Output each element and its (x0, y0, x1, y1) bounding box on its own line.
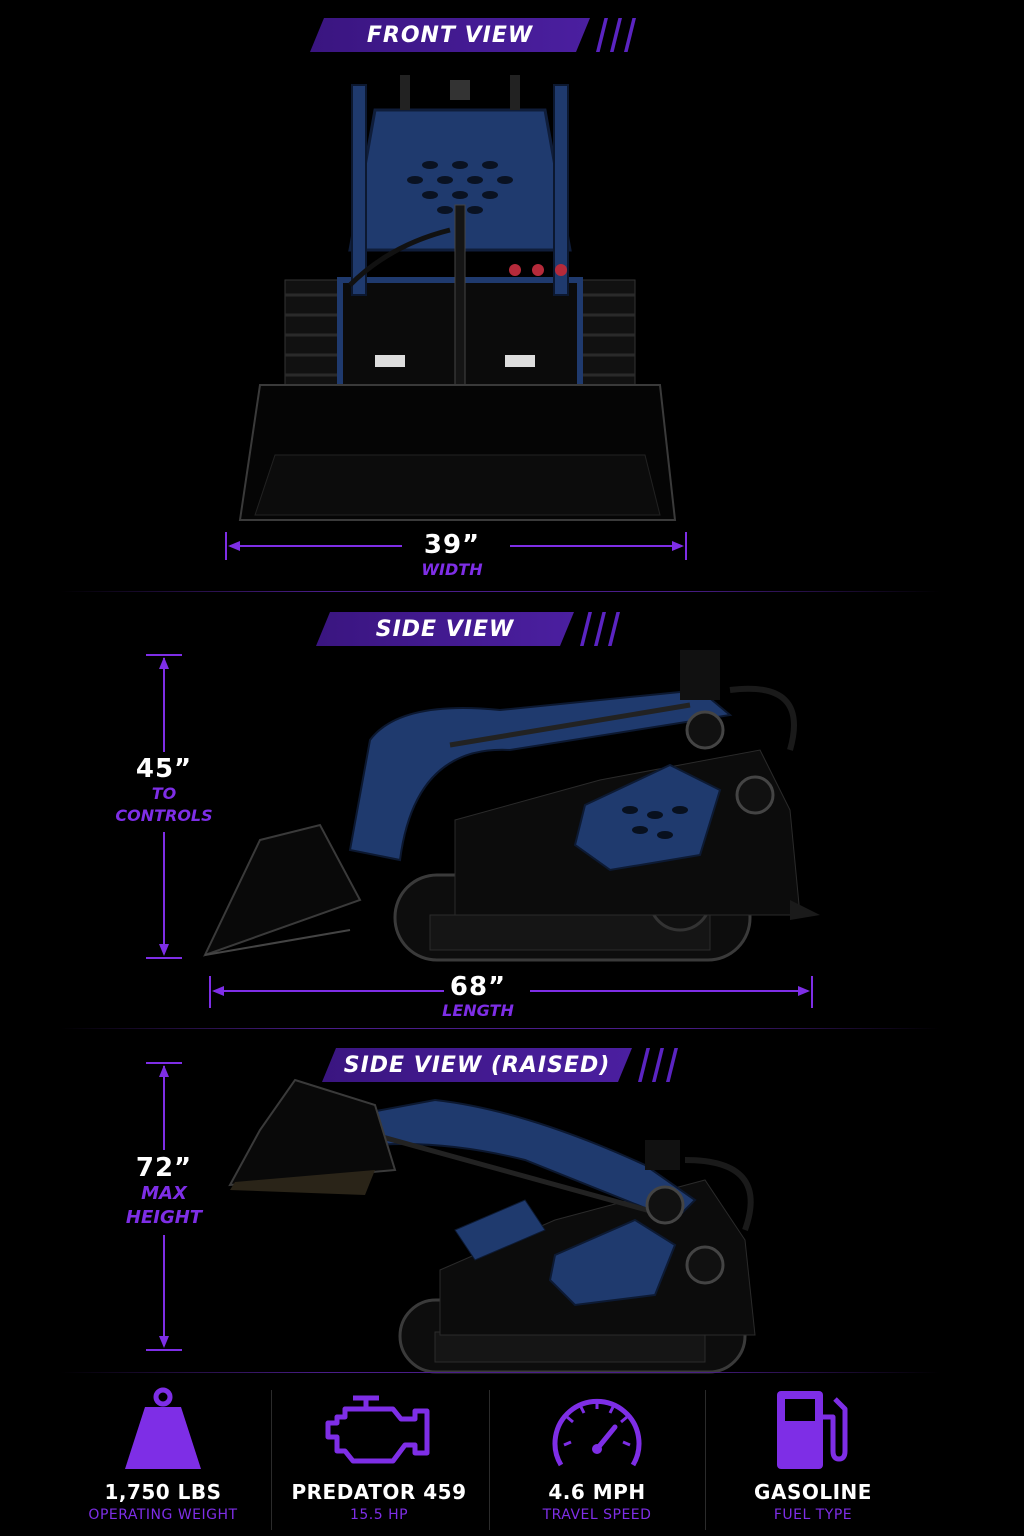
section-divider (60, 1028, 940, 1029)
height-dimension-line (146, 654, 182, 959)
engine-icon (325, 1395, 430, 1464)
section-divider (60, 591, 940, 592)
spec-value: PREDATOR 459 (291, 1480, 467, 1504)
spec-label: FUEL TYPE (773, 1507, 853, 1523)
spec-fuel-type: GASOLINE FUEL TYPE (705, 1385, 921, 1536)
raised-view-banner: SIDE VIEW (RAISED) (322, 1048, 678, 1082)
spec-value: 1,750 LBS (104, 1480, 222, 1504)
spec-travel-speed: 4.6 MPH TRAVEL SPEED (489, 1385, 705, 1536)
section-divider (60, 1372, 940, 1373)
side-view-title: SIDE VIEW (375, 616, 515, 642)
front-view-title: FRONT VIEW (366, 22, 534, 48)
speedometer-icon (552, 1398, 642, 1467)
raised-view-title: SIDE VIEW (RAISED) (343, 1052, 611, 1078)
banner-stripes (578, 612, 620, 646)
banner-stripes (594, 18, 636, 52)
length-value: 68” (449, 972, 507, 1002)
spec-separator (489, 1390, 490, 1530)
max-height-value: 72” (135, 1153, 193, 1183)
spec-separator (705, 1390, 706, 1530)
spec-value: 4.6 MPH (548, 1480, 646, 1504)
spec-label: TRAVEL SPEED (542, 1507, 652, 1523)
spec-engine: PREDATOR 459 15.5 HP (271, 1385, 487, 1536)
length-label: LENGTH (442, 1001, 514, 1020)
spec-separator (271, 1390, 272, 1530)
fuel-pump-icon (777, 1391, 848, 1469)
spec-value: GASOLINE (754, 1480, 872, 1504)
controls-height-label-1: TO (151, 784, 177, 803)
length-dimension-line (209, 976, 813, 1008)
spec-label: 15.5 HP (349, 1507, 409, 1523)
front-view-machine-image (238, 75, 677, 521)
width-dimension-line (225, 532, 687, 560)
max-height-label-1: MAX (141, 1183, 187, 1204)
width-value: 39” (423, 530, 481, 560)
raised-view-machine-image (228, 1078, 756, 1374)
side-view-machine-image (203, 650, 820, 962)
front-view-banner: FRONT VIEW (310, 18, 636, 52)
spec-label: OPERATING WEIGHT (88, 1507, 238, 1523)
max-height-label-2: HEIGHT (125, 1207, 203, 1228)
width-label: WIDTH (421, 560, 483, 579)
controls-height-label-2: CONTROLS (115, 806, 213, 825)
weight-icon (125, 1387, 201, 1469)
spec-operating-weight: 1,750 LBS OPERATING WEIGHT (55, 1385, 271, 1536)
max-height-dimension-line (146, 1062, 182, 1351)
controls-height-value: 45” (135, 754, 193, 784)
banner-stripes (636, 1048, 678, 1082)
side-view-banner: SIDE VIEW (316, 612, 620, 646)
